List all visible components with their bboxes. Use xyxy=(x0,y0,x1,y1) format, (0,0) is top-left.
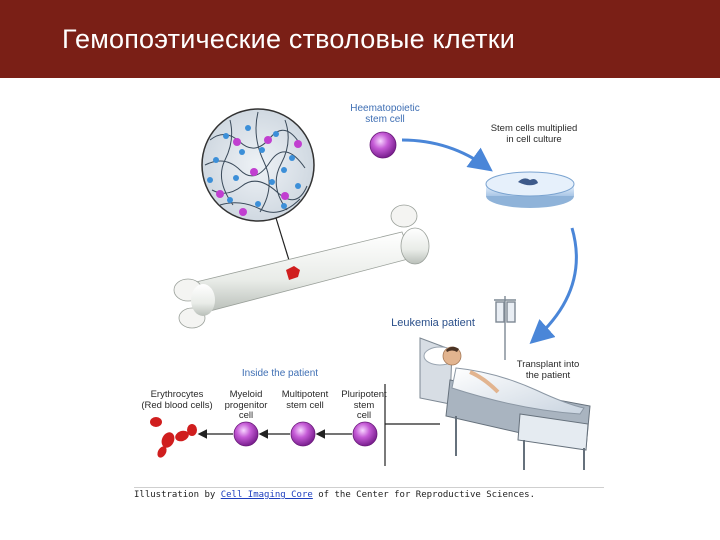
bone-marrow-magnified xyxy=(201,108,315,222)
caption-prefix: Illustration by xyxy=(134,490,221,500)
arrow-to-culture xyxy=(401,138,493,172)
label-multiplied: Stem cells multiplied in cell culture xyxy=(490,123,578,145)
caption-link[interactable]: Cell Imaging Core xyxy=(220,490,313,500)
label-myeloid: Myeloid progenitor cell xyxy=(224,389,268,421)
stem-cell-icon xyxy=(369,131,397,159)
pluripotent-cell-icon xyxy=(352,421,378,447)
label-multipotent: Multipotent stem cell xyxy=(281,389,329,411)
femur-bone-icon xyxy=(173,204,430,329)
label-leukemia-patient: Leukemia patient xyxy=(391,317,475,329)
slide-header: Гемопоэтические стволовые клетки xyxy=(0,0,720,78)
label-pluripotent: Pluripotent stem cell xyxy=(341,389,387,421)
label-erythrocytes: Erythrocytes (Red blood cells) xyxy=(141,389,213,411)
red-blood-cells-icon xyxy=(150,417,197,458)
cell-sequence xyxy=(197,421,378,447)
label-inside-patient: Inside the patient xyxy=(241,368,319,379)
iv-stand-icon xyxy=(494,296,516,360)
inside-patient-bracket xyxy=(384,384,440,466)
illustration-caption: Illustration by Cell Imaging Core of the… xyxy=(134,487,604,500)
slide-title: Гемопоэтические стволовые клетки xyxy=(62,24,515,54)
myeloid-cell-icon xyxy=(233,421,259,447)
arrow-to-patient xyxy=(529,227,578,344)
hospital-bed-icon xyxy=(419,337,591,470)
label-haematopoietic: Heematopoietic stem cell xyxy=(350,103,420,125)
petri-dish-icon xyxy=(485,171,575,208)
caption-suffix: of the Center for Reproductive Sciences. xyxy=(312,490,535,500)
multipotent-cell-icon xyxy=(290,421,316,447)
label-transplant: Transplant into the patient xyxy=(516,359,580,381)
